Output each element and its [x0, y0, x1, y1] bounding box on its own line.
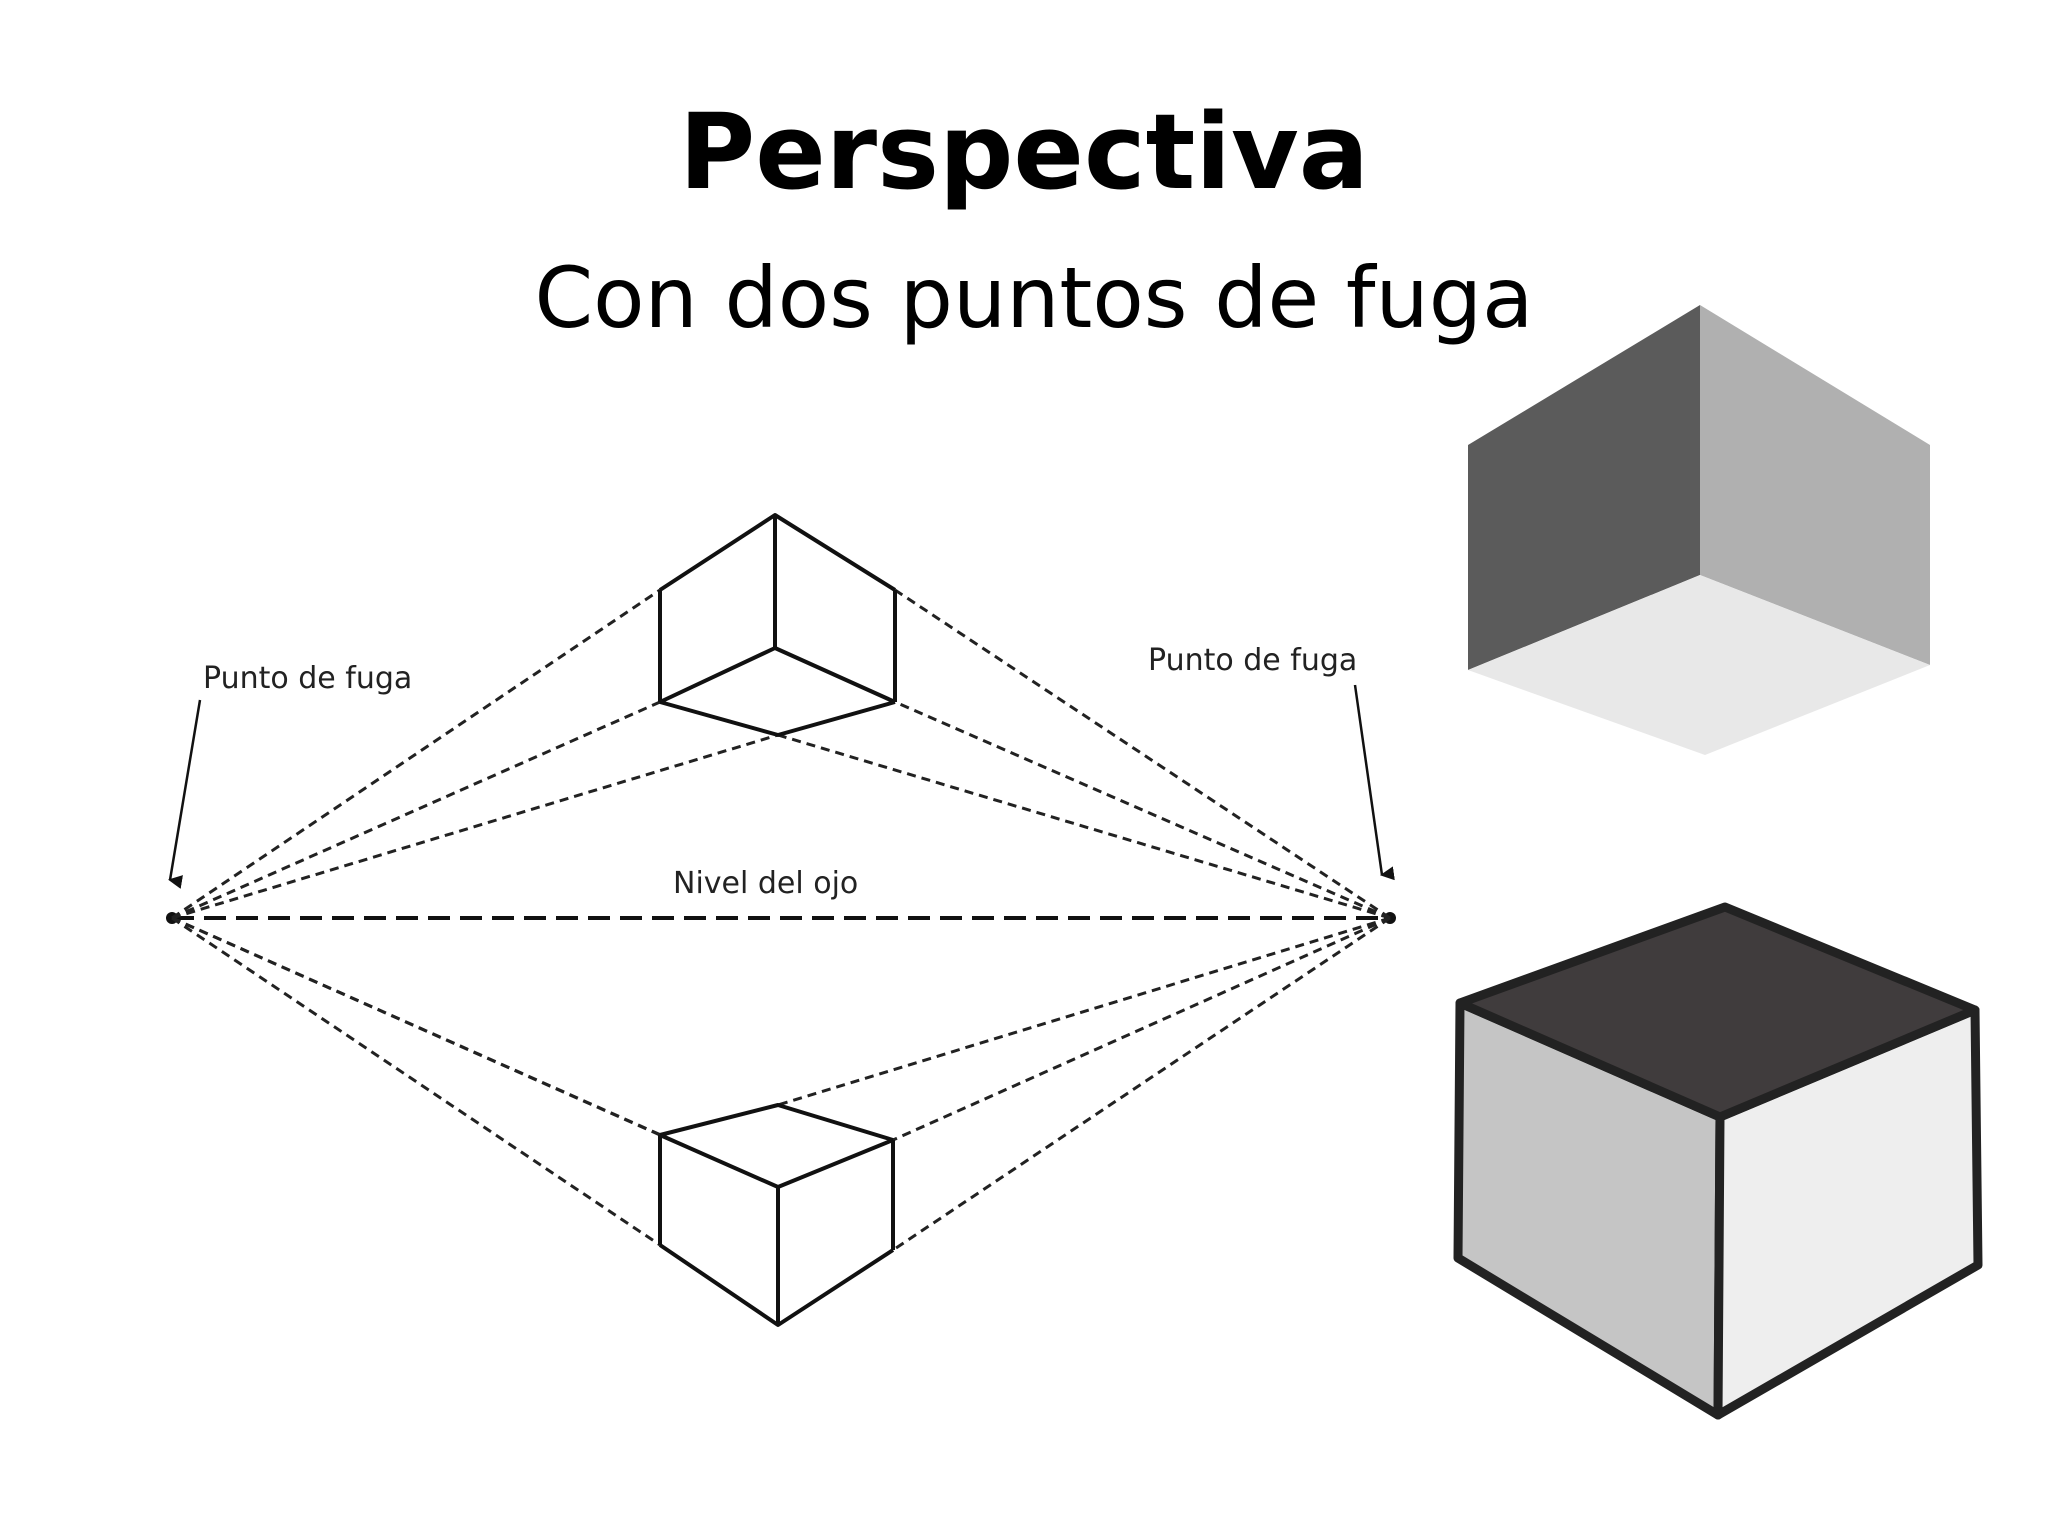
projection-line — [892, 916, 1391, 1252]
slide-subtitle: Con dos puntos de fuga — [534, 249, 1534, 347]
projection-line — [171, 700, 661, 920]
shaded-cube-left-face — [1468, 305, 1700, 670]
projection-line — [171, 733, 779, 920]
projection-line — [171, 916, 661, 1247]
horizon-label: Nivel del ojo — [673, 866, 858, 901]
projection-lines — [171, 588, 1391, 1252]
right-vanishing-point-arrow — [1353, 684, 1395, 881]
shaded-cube-bottom-face — [1468, 575, 1930, 755]
outlined-cube-from-above — [1453, 902, 1983, 1420]
upper-wireframe-cube — [658, 513, 897, 737]
lower-wireframe-cube — [658, 1103, 895, 1327]
projection-line — [777, 916, 1391, 1107]
left-vanishing-point-arrow — [168, 699, 202, 889]
shaded-cube-from-below — [1468, 305, 1930, 755]
projection-line — [777, 733, 1391, 920]
outlined-cube-top-face — [1455, 902, 1980, 1122]
projection-line — [894, 588, 1391, 920]
left-vanishing-point-label: Punto de fuga — [203, 661, 412, 696]
projection-line — [892, 916, 1391, 1142]
right-vanishing-point-label: Punto de fuga — [1148, 643, 1357, 678]
projection-line — [171, 916, 779, 1189]
projection-line — [894, 700, 1391, 920]
projection-line — [171, 588, 661, 920]
shaded-cube-right-face — [1700, 305, 1930, 665]
slide-title: Perspectiva — [679, 91, 1369, 213]
